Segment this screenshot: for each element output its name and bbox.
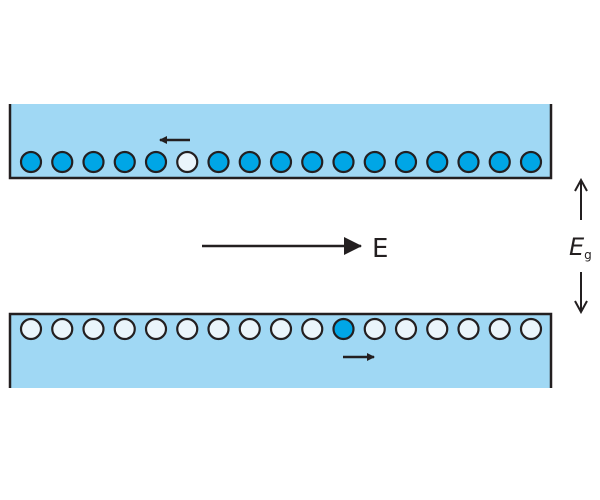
upper-state-electron [144,150,168,174]
upper-band [8,104,553,180]
lower-state-hole [269,317,293,341]
lower-state-hole [51,317,74,341]
lower-state-hole [176,317,199,341]
upper-state-electron [51,150,74,174]
upper-state-electron [363,150,386,174]
lower-state-hole [394,317,418,341]
upper-state-electron [19,150,43,174]
upper-state-electron [269,150,293,174]
upper-state-electron [301,150,324,174]
gap-label-subscript: g [584,248,592,262]
upper-state-electron [519,150,543,174]
upper-state-electron [82,150,105,174]
upper-state-electron [207,150,230,174]
lower-state-hole [519,317,543,341]
field-label: E [372,234,388,264]
lower-band-outline [8,312,553,388]
lower-state-hole [207,317,230,341]
lower-state-hole [426,317,449,341]
lower-state-electron [332,317,355,341]
lower-state-hole [113,317,136,341]
lower-state-hole [488,317,511,341]
upper-state-electron [488,150,511,174]
lower-state-hole [301,317,324,341]
lower-state-hole [238,317,261,341]
upper-state-electron [332,150,355,174]
upper-state-electron [113,150,136,174]
lower-band [8,312,553,388]
upper-state-electron [426,150,449,174]
upper-state-electron [238,150,261,174]
lower-state-hole [19,317,43,341]
lower-state-hole [144,317,168,341]
lower-state-hole [82,317,105,341]
lower-state-hole [457,317,480,341]
gap-label-main: E [569,233,585,261]
upper-state-electron [394,150,418,174]
upper-state-electron [457,150,480,174]
upper-state-hole [176,150,199,174]
gap-label: Eg [569,233,592,262]
lower-state-hole [363,317,386,341]
upper-band-outline [8,104,553,180]
